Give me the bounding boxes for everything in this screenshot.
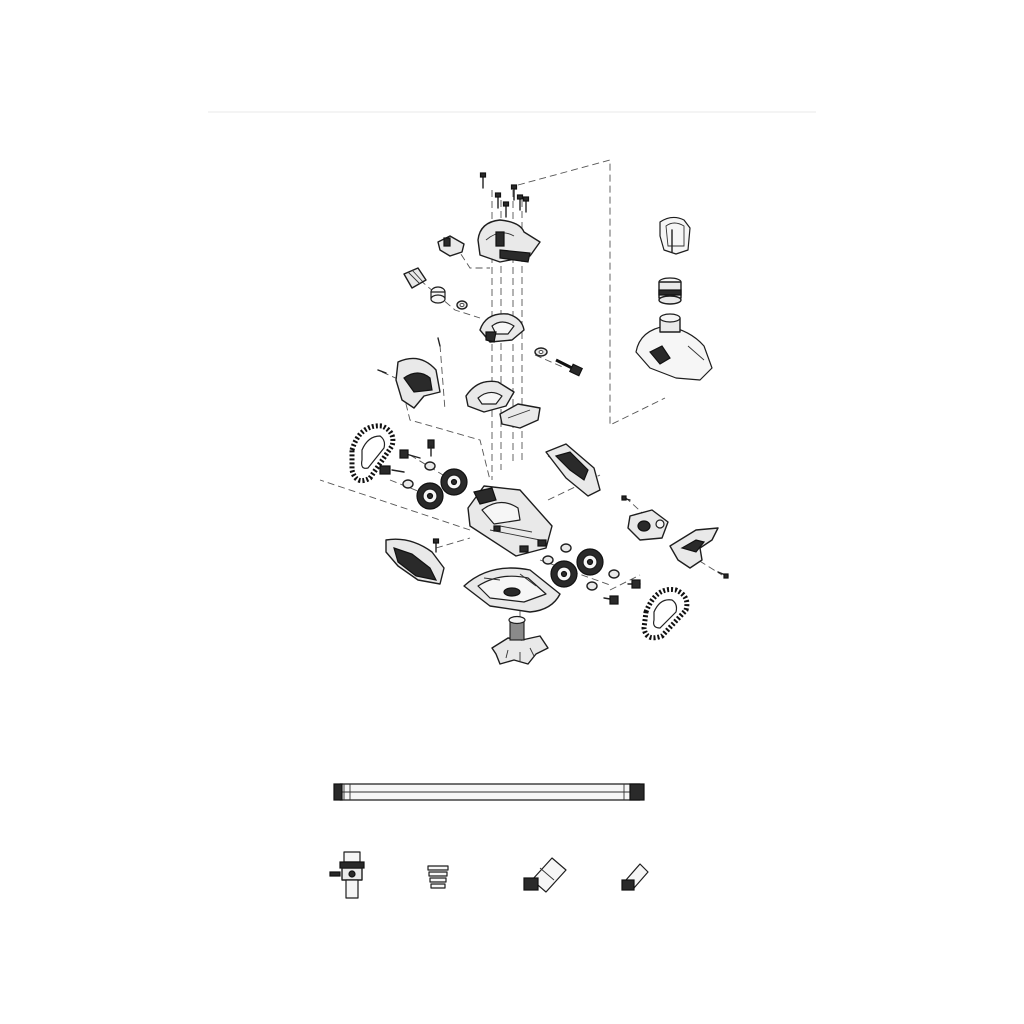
axle-pin	[379, 465, 405, 475]
turbine-housing-lower	[465, 380, 515, 413]
washer	[424, 461, 436, 471]
axle-pin	[399, 449, 421, 459]
nozzle-fitting	[403, 267, 427, 289]
washer	[586, 581, 598, 591]
bushing	[430, 286, 446, 304]
hose-clip	[659, 216, 691, 255]
screw	[522, 196, 530, 213]
wheel	[576, 548, 604, 576]
side-cover-left	[377, 337, 441, 409]
turbine-housing-upper	[479, 313, 525, 343]
elbow-45-small	[621, 863, 649, 891]
float-head	[635, 313, 713, 381]
washer	[456, 300, 468, 310]
swivel-connector	[658, 277, 682, 305]
side-cover-right	[545, 443, 601, 497]
axle-pin	[627, 579, 641, 589]
wing-deflector	[669, 527, 729, 579]
wheel	[550, 560, 578, 588]
screw	[494, 192, 502, 209]
washer	[534, 347, 548, 357]
axle-pin	[427, 439, 435, 457]
top-cover	[477, 219, 541, 263]
deflector-blade	[499, 403, 541, 429]
screw	[502, 201, 510, 218]
washer	[560, 543, 572, 553]
wheel	[440, 468, 468, 496]
hose-adapter-valve	[329, 851, 365, 899]
track-belt-right	[641, 586, 690, 641]
track-belt-left	[349, 423, 396, 484]
washer	[608, 569, 620, 579]
screw	[510, 184, 518, 201]
washer	[542, 555, 554, 565]
hose-section	[333, 783, 645, 801]
valve-block	[621, 495, 669, 541]
small-clip	[437, 235, 465, 257]
screw-set-top	[479, 172, 530, 218]
bolt	[555, 358, 584, 377]
washer	[402, 479, 414, 489]
axle-pin	[603, 595, 619, 605]
screw	[479, 172, 487, 189]
ribbed-cone-adapter	[427, 865, 449, 889]
wheel	[416, 482, 444, 510]
bottom-plate	[463, 567, 561, 613]
front-cover	[385, 538, 445, 585]
elbow-45-large	[523, 857, 567, 893]
chassis-body	[467, 485, 553, 557]
foot-pad-flower	[491, 615, 549, 665]
screw	[516, 194, 524, 211]
